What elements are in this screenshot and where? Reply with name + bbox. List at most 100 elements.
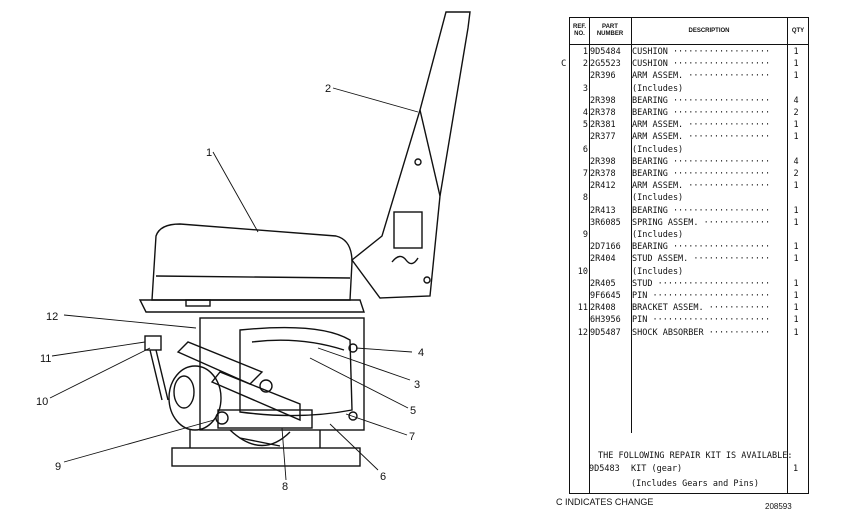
- cell-part-number: 2R405: [590, 278, 616, 289]
- callout-10: 10: [36, 396, 48, 408]
- cell-description: (Includes): [632, 266, 684, 277]
- cell-description: STUD ASSEM. ···············: [632, 254, 771, 265]
- callout-3: 3: [414, 379, 420, 391]
- table-row: 8(Includes): [570, 192, 808, 204]
- cell-part-number: 2D7166: [590, 242, 621, 253]
- cell-description: (Includes): [632, 193, 684, 204]
- callout-11: 11: [40, 353, 51, 365]
- cell-ref-no: 6: [582, 144, 588, 155]
- header-qty: QTY: [791, 27, 805, 34]
- cell-qty: 1: [793, 47, 799, 57]
- header-ref-no: REF. NO.: [572, 24, 586, 37]
- cell-description: SHOCK ABSORBER ············: [632, 327, 771, 338]
- kit-description: KIT (gear): [631, 464, 683, 474]
- cell-part-number: 3R6085: [590, 217, 621, 228]
- cell-qty: 1: [793, 278, 799, 289]
- table-row: 6H3956 PIN ······················· 1: [570, 314, 808, 326]
- cell-description: CUSHION ···················: [632, 47, 771, 57]
- cell-part-number: 9D5487: [590, 327, 621, 338]
- change-legend: C INDICATES CHANGE: [556, 497, 654, 507]
- cell-qty: 1: [793, 242, 799, 253]
- cell-ref-no: 4: [582, 108, 588, 118]
- cell-ref-no: 11: [577, 303, 588, 314]
- cell-qty: 1: [793, 205, 799, 216]
- cell-part-number: 2R404: [590, 254, 616, 265]
- cell-ref-no: 12: [577, 327, 588, 338]
- cell-qty: 1: [793, 254, 799, 265]
- header-part-number: PART NUMBER: [596, 24, 624, 37]
- cell-qty: 2: [793, 108, 799, 118]
- cell-ref-no: 1: [582, 47, 588, 57]
- cell-qty: 2: [793, 169, 799, 179]
- cell-description: ARM ASSEM. ················: [632, 71, 771, 82]
- repair-kit-note: (Includes Gears and Pins): [631, 479, 759, 489]
- cell-part-number: 2R408: [590, 303, 616, 314]
- table-row: 2R404 STUD ASSEM. ··············· 1: [570, 253, 808, 265]
- cell-qty: 1: [793, 59, 799, 70]
- cell-qty: 1: [793, 120, 799, 131]
- cell-ref-no: 9: [582, 230, 588, 240]
- cell-description: BRACKET ASSEM. ············: [632, 303, 771, 314]
- cell-qty: 1: [793, 71, 799, 82]
- cell-part-number: 2R378: [590, 108, 616, 118]
- table-row: 6(Includes): [570, 144, 808, 156]
- cell-qty: 4: [793, 156, 799, 167]
- callout-9: 9: [55, 461, 61, 473]
- callout-12: 12: [46, 311, 58, 323]
- cell-part-number: 2R381: [590, 120, 616, 131]
- cell-qty: 4: [793, 95, 799, 106]
- cell-qty: 1: [793, 315, 799, 326]
- cell-description: STUD ······················: [632, 278, 771, 289]
- cell-description: BEARING ···················: [632, 156, 771, 167]
- cell-description: ARM ASSEM. ················: [632, 120, 771, 131]
- cell-part-number: 2R413: [590, 205, 616, 216]
- cell-part-number: 9D5484: [590, 47, 621, 57]
- callout-6: 6: [380, 471, 386, 483]
- cell-qty: 1: [793, 327, 799, 338]
- cell-description: BEARING ···················: [632, 169, 771, 179]
- header-description: DESCRIPTION: [688, 27, 730, 34]
- table-row: 9(Includes): [570, 229, 808, 241]
- cell-description: PIN ·······················: [632, 315, 771, 326]
- table-row: 2R405 STUD ······················ 1: [570, 278, 808, 290]
- cell-ref-no: 5: [582, 120, 588, 131]
- illustration-number: 208593: [765, 502, 792, 511]
- cell-description: BEARING ···················: [632, 242, 771, 253]
- cell-qty: 1: [793, 181, 799, 192]
- callout-4: 4: [418, 347, 424, 359]
- cell-qty: 1: [793, 303, 799, 314]
- table-header: REF. NO. PART NUMBER DESCRIPTION QTY: [570, 18, 808, 45]
- cell-description: SPRING ASSEM. ·············: [632, 217, 771, 228]
- table-row: 10(Includes): [570, 266, 808, 278]
- cell-part-number: 2R377: [590, 132, 616, 143]
- cell-part-number: 2R396: [590, 71, 616, 82]
- cell-part-number: 2R412: [590, 181, 616, 192]
- cell-description: ARM ASSEM. ················: [632, 132, 771, 143]
- cell-part-number: 2G5523: [590, 59, 621, 70]
- cell-qty: 1: [793, 291, 799, 301]
- kit-part-number: 9D5483: [589, 464, 620, 474]
- callout-5: 5: [410, 405, 416, 417]
- repair-kit-heading: THE FOLLOWING REPAIR KIT IS AVAILABLE:: [598, 451, 793, 461]
- cell-part-number: 2R398: [590, 95, 616, 106]
- cell-part-number: 9F6645: [590, 291, 621, 301]
- cell-description: CUSHION ···················: [632, 59, 771, 70]
- change-marker: C: [561, 59, 567, 70]
- callout-7: 7: [409, 431, 415, 443]
- table-row: 2D7166 BEARING ··················· 1: [570, 241, 808, 253]
- table-row: 2R396 ARM ASSEM. ················ 1: [570, 70, 808, 82]
- cell-part-number: 6H3956: [590, 315, 621, 326]
- cell-description: BEARING ···················: [632, 95, 771, 106]
- repair-kit-row: 9D5483 KIT (gear) 1: [569, 463, 809, 475]
- seat-assembly-drawing: 1 2 3 4 5 6 7 8 9 10 11 12: [36, 11, 471, 493]
- cell-ref-no: 7: [582, 169, 588, 179]
